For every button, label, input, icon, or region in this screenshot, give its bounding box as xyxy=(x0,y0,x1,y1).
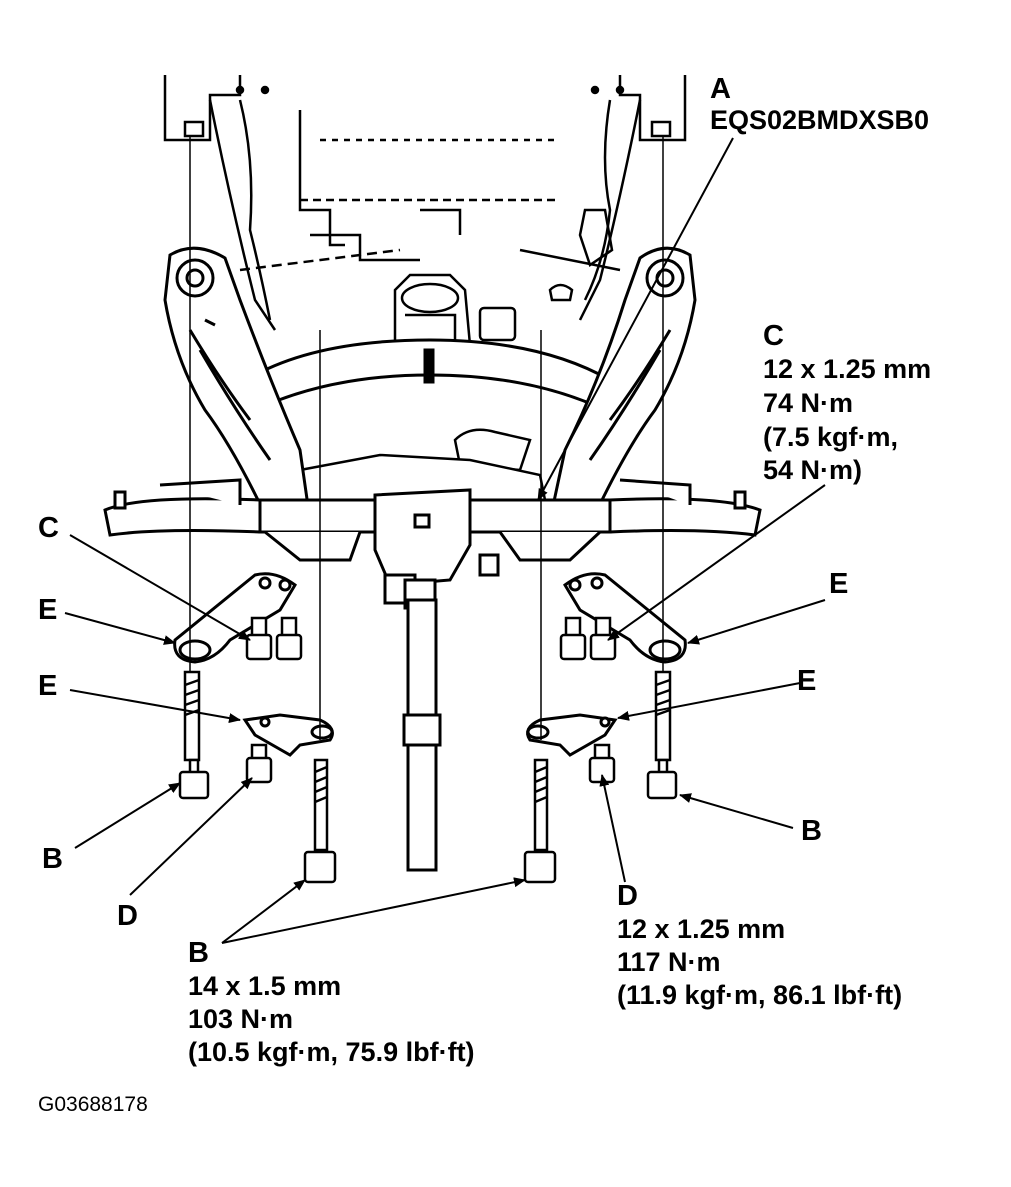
callout-e-right-upper-letter: E xyxy=(829,568,849,600)
callout-d-right-torque-alt: (11.9 kgf·m, 86.1 lbf·ft) xyxy=(617,980,903,1010)
callout-b-left-letter: B xyxy=(42,843,63,875)
callout-b-center-letter: B xyxy=(188,937,209,969)
callout-c-right-torque-alt-1: (7.5 kgf·m, xyxy=(763,422,899,452)
gearbox-assembly xyxy=(298,273,547,507)
callout-c-right-size: 12 x 1.25 mm xyxy=(763,354,932,384)
callout-a-letter: A xyxy=(710,73,731,105)
figure-id: G03688178 xyxy=(38,1093,148,1116)
callout-d-left-letter: D xyxy=(117,900,138,932)
callout-e-right-lower-letter: E xyxy=(797,665,817,697)
callout-b-center-torque-alt: (10.5 kgf·m, 75.9 lbf·ft) xyxy=(188,1037,475,1067)
right-control-arm xyxy=(548,246,697,527)
callout-c-right-torque-alt-2: 54 N·m) xyxy=(763,455,863,485)
vehicle-body-outline xyxy=(163,75,687,331)
leader-lines xyxy=(64,137,826,944)
right-bracket-upper xyxy=(563,572,687,664)
bolt-pair-left xyxy=(245,616,303,661)
callout-b-center-torque: 103 N·m xyxy=(188,1004,294,1034)
alignment-lines xyxy=(189,135,664,740)
callout-e-left-upper-letter: E xyxy=(38,594,58,626)
callout-a-code: EQS02BMDXSB0 xyxy=(710,105,930,135)
bolt-pair-right xyxy=(559,616,617,661)
center-mount-shaft xyxy=(373,488,500,872)
left-control-arm xyxy=(163,246,312,527)
crossmember-upper xyxy=(253,338,612,413)
callout-b-center-size: 14 x 1.5 mm xyxy=(188,971,342,1001)
bolt-center-left xyxy=(303,758,337,884)
callout-b-right-letter: B xyxy=(801,815,822,847)
callout-c-right-letter: C xyxy=(763,320,784,352)
bolt-long-right xyxy=(646,670,678,800)
callout-d-right-letter: D xyxy=(617,880,638,912)
bolt-center-right xyxy=(523,758,557,884)
callout-e-left-lower-letter: E xyxy=(38,670,58,702)
bolt-short-left xyxy=(245,743,273,784)
callout-d-right-size: 12 x 1.25 mm xyxy=(617,914,786,944)
right-bracket-lower xyxy=(526,713,618,757)
callout-c-right-torque: 74 N·m xyxy=(763,388,854,418)
callout-c-left-letter: C xyxy=(38,512,59,544)
bolt-long-left xyxy=(178,670,210,800)
left-bracket-upper xyxy=(173,572,297,664)
callout-d-right-torque: 117 N·m xyxy=(617,947,721,977)
